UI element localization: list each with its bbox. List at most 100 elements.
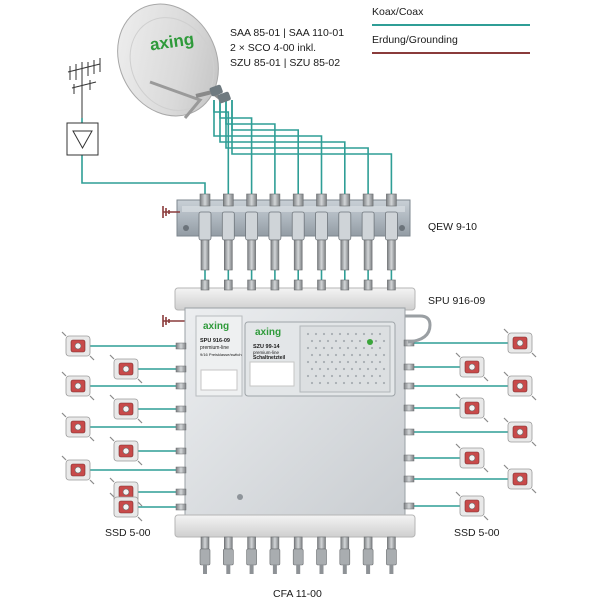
splitter-module [361, 211, 375, 241]
legend-coax-swatch [372, 24, 530, 26]
coax-cable-sat [219, 100, 253, 200]
f-connector-icon [200, 239, 210, 271]
f-connector-icon [199, 193, 211, 207]
f-connector-icon [387, 279, 396, 291]
splitter-module [315, 211, 328, 241]
antenna-wall-outlet-icon [503, 328, 537, 358]
psu-subtitle1: premium-line [253, 350, 280, 355]
ssd-right-label: SSD 5-00 [454, 527, 500, 539]
f-connector-icon [175, 365, 187, 373]
psu-brand-logo: axing [255, 327, 282, 338]
f-connector-icon [200, 279, 210, 291]
antenna-wall-outlet-icon [109, 394, 143, 424]
splitter-module [338, 211, 352, 241]
splitter-module [291, 211, 305, 241]
qew-splitter-rail [176, 193, 411, 271]
splitter-module [268, 211, 282, 241]
spu-label: SPU 916-09 [428, 295, 486, 307]
cfa-label: CFA 11-00 [273, 588, 322, 600]
f-connector-icon [247, 279, 256, 291]
dish-model-line1: SAA 85-01 | SAA 110-01 [230, 27, 345, 39]
antenna-wall-outlet-icon [455, 352, 489, 382]
f-connector-icon [224, 279, 233, 291]
antenna-wall-outlet-icon [455, 491, 489, 521]
spu-model-text: SPU 916-09 [200, 338, 230, 344]
f-connector-icon [403, 475, 415, 483]
f-connector-icon [175, 423, 187, 431]
psu-subtitle2: Schaltnetzteil [253, 355, 286, 361]
f-connector-icon [293, 239, 303, 271]
f-connector-icon [362, 193, 374, 207]
f-terminator-icon [199, 548, 211, 566]
f-connector-icon [403, 363, 415, 371]
f-connector-icon [340, 239, 350, 271]
f-connector-icon [403, 382, 415, 390]
f-terminator-icon [293, 536, 303, 550]
f-terminator-icon [247, 536, 256, 550]
f-connector-icon [175, 342, 187, 350]
f-terminator-icon [246, 548, 257, 566]
legend-coax-label: Koax/Coax [372, 6, 424, 18]
f-connector-icon [175, 466, 187, 474]
f-terminator-icon [362, 548, 374, 566]
f-connector-icon [292, 193, 304, 207]
ground-symbol-icon [162, 206, 180, 218]
f-connector-icon [246, 193, 257, 207]
qew-label: QEW 9-10 [428, 221, 478, 233]
coax-cable-sat [213, 100, 323, 200]
power-cable-loop [405, 314, 432, 344]
spu-multiswitch [174, 279, 416, 574]
f-terminator-icon [269, 548, 281, 566]
legend-ground-swatch [372, 52, 530, 54]
f-terminator-icon [200, 536, 210, 550]
spu-subtitle2: 9/16 Preisklasse/switch [200, 352, 242, 357]
f-terminator-icon [317, 536, 326, 550]
legend-ground-label: Erdung/Grounding [372, 34, 458, 46]
antenna-wall-outlet-icon [455, 443, 489, 473]
f-connector-icon [403, 502, 415, 510]
f-connector-icon [293, 279, 303, 291]
coax-cable-sat [231, 100, 393, 200]
f-connector-icon [363, 239, 373, 271]
ground-symbol-icon [162, 315, 186, 327]
antenna-wall-outlet-icon [61, 331, 95, 361]
f-terminator-icon [270, 536, 280, 550]
f-connector-icon [223, 193, 234, 207]
coax-cable-sat [225, 100, 276, 200]
f-terminator-icon [363, 536, 373, 550]
f-terminator-icon [223, 548, 234, 566]
splitter-module [198, 211, 212, 241]
f-terminator-icon [340, 536, 350, 550]
f-connector-icon [339, 193, 351, 207]
f-connector-icon [175, 488, 187, 496]
amplifier-triangle-icon [66, 122, 99, 156]
f-terminator-icon [316, 548, 327, 566]
coax-cable-sat [219, 100, 346, 200]
antenna-wall-outlet-icon [109, 354, 143, 384]
satellite-dish: axing [117, 3, 231, 119]
antenna-wall-outlet-icon [455, 393, 489, 423]
antenna-wall-outlet-icon [61, 412, 95, 442]
dish-model-line2: 2 × SCO 4-00 inkl. [230, 42, 317, 54]
antenna-wall-outlet-icon [109, 436, 143, 466]
ssd-left-label: SSD 5-00 [105, 527, 151, 539]
f-terminator-icon [224, 536, 233, 550]
f-terminator-icon [386, 548, 397, 566]
f-connector-icon [317, 279, 326, 291]
f-connector-icon [247, 239, 256, 271]
coax-cable-sat [225, 100, 369, 200]
f-connector-icon [175, 382, 187, 390]
splitter-module [221, 211, 235, 241]
f-terminator-icon [339, 548, 351, 566]
f-connector-icon [387, 239, 396, 271]
coax-cable-sat [231, 100, 299, 200]
f-connector-icon [270, 279, 280, 291]
antenna-wall-outlet-icon [503, 371, 537, 401]
spu-brand-logo: axing [203, 321, 230, 332]
antenna-wall-outlet-icon [109, 492, 143, 522]
f-connector-icon [386, 193, 397, 207]
f-connector-icon [363, 279, 373, 291]
f-connector-icon [403, 404, 415, 412]
f-connector-icon [317, 239, 326, 271]
